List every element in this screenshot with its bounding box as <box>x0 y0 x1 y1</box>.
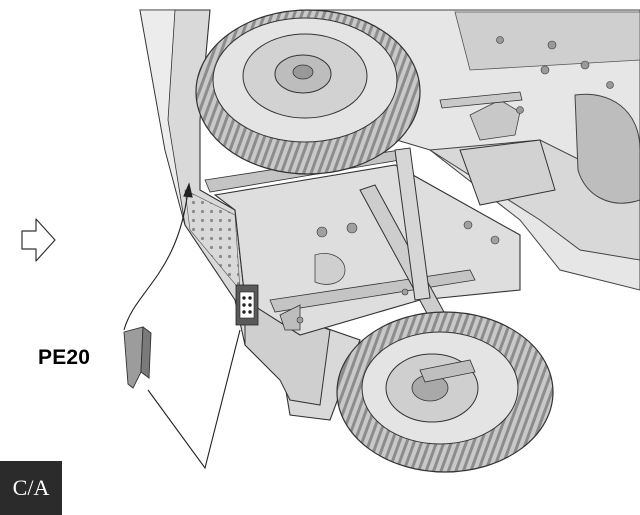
callout-lines <box>123 182 241 470</box>
section-badge: C/A <box>0 461 62 515</box>
pe20-bracket <box>123 326 152 389</box>
pe20-install-location <box>235 284 259 326</box>
front-wheel <box>195 9 421 175</box>
arrow-right-outline-icon <box>21 218 56 262</box>
part-label-pe20: PE20 <box>38 346 91 369</box>
rear-wheel <box>336 311 554 473</box>
